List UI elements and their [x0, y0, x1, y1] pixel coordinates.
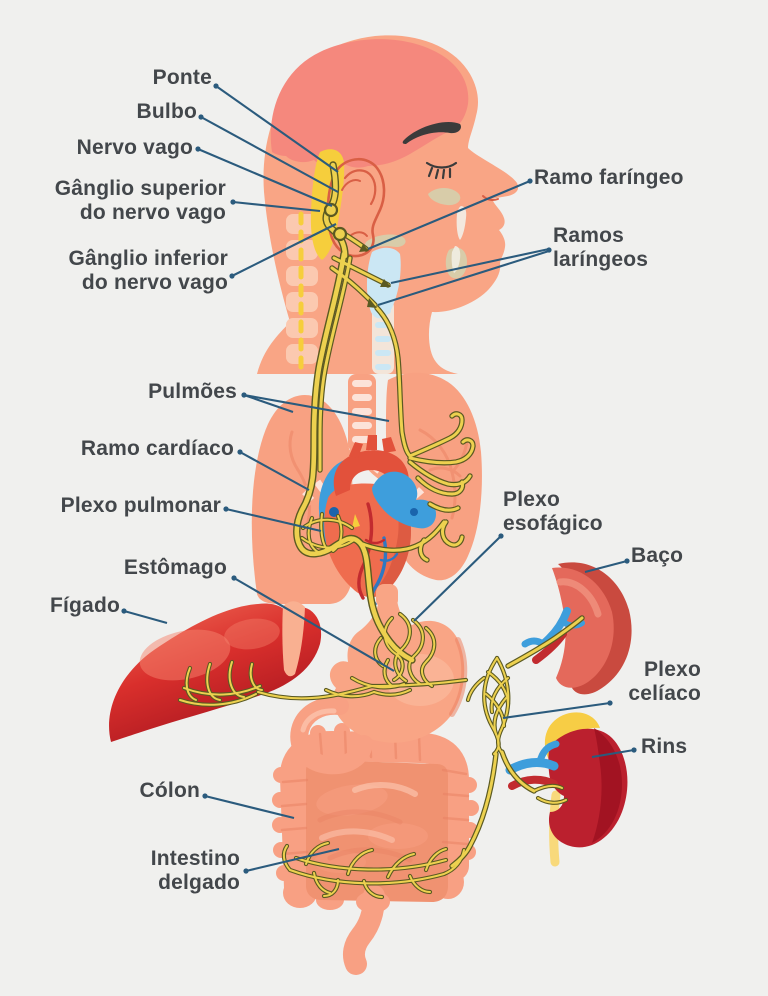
right-vagus [375, 306, 412, 458]
leader-plexo-pulmonar [225, 507, 322, 533]
label-ramos-laringeos: Ramos laríngeos [553, 224, 649, 271]
leader-ramos-laringeos-1 [390, 247, 550, 285]
liver-body [109, 603, 322, 742]
renal-vein [505, 758, 559, 775]
kidney [505, 712, 628, 867]
renal-artery [508, 775, 558, 790]
label-baco: Baço [631, 544, 684, 567]
superior-ganglion [323, 202, 339, 218]
leader-pulmoes-2 [243, 393, 390, 423]
label-intestino-delgado: Intestino delgado [150, 847, 240, 894]
renal-nerve [500, 750, 536, 793]
leader-ramo-cardiaco [239, 451, 310, 491]
ear [326, 157, 386, 258]
leader-plexo-celiaco [502, 701, 611, 720]
soft-palate [428, 188, 461, 206]
abdomen [109, 562, 632, 975]
philtrum-strip [456, 206, 467, 240]
closed-eye [425, 161, 458, 180]
label-plexo-pulmonar: Plexo pulmonar [60, 494, 221, 517]
inferior-ganglion [332, 226, 348, 242]
leader-ramos-laringeos-2 [377, 249, 550, 307]
leader-ganglio-superior [232, 200, 321, 213]
leader-intestino-delgado [245, 847, 340, 873]
esophageal-plexus [325, 613, 436, 698]
leader-rins [591, 748, 635, 759]
cardiac-connector [358, 520, 446, 552]
leader-bulbo [200, 116, 339, 193]
label-bulbo: Bulbo [136, 100, 197, 123]
leader-colon [204, 794, 295, 820]
mesenteric-plexus [282, 842, 465, 898]
leader-pulmoes-1 [243, 394, 294, 413]
label-figado: Fígado [49, 594, 120, 617]
label-ponte: Ponte [152, 66, 212, 89]
pulmonary-vessels [372, 471, 436, 529]
label-ramo-cardiaco: Ramo cardíaco [80, 437, 234, 460]
pulmonary-plexus [301, 513, 355, 553]
nostril [482, 195, 499, 201]
colon-frame [280, 731, 469, 903]
pulmonary-branches [408, 412, 464, 458]
leader-ganglio-inferior [231, 223, 337, 277]
label-estomago: Estômago [123, 556, 227, 579]
liver [109, 601, 322, 742]
label-ganglio-inferior: Gânglio inferior do nervo vago [68, 247, 228, 294]
label-colon: Cólon [139, 779, 200, 802]
eyebrow [402, 121, 461, 144]
celiac-plexus [450, 616, 584, 868]
label-plexo-esofagico: Plexo esofágico [503, 488, 603, 535]
label-ganglio-superior: Gânglio superior do nervo vago [54, 177, 226, 224]
aorta-arch [333, 450, 409, 496]
hepatic-plexus [179, 661, 467, 706]
trachea-rings [352, 380, 372, 443]
leader-ponte [215, 85, 339, 173]
leader-plexo-esofagico [413, 535, 502, 622]
chin-strip [451, 246, 461, 273]
leader-baco [584, 559, 628, 574]
leader-figado [123, 609, 168, 625]
leader-ramo-faringeo [367, 180, 531, 250]
spleen [521, 562, 632, 695]
splenic-nerve [506, 616, 584, 668]
label-plexo-celiaco: Plexo celíaco [628, 658, 701, 705]
vagus-ganglia [323, 202, 391, 308]
heart [318, 435, 436, 606]
label-ramo-faringeo: Ramo faríngeo [534, 166, 684, 189]
vagus-nerve-network [179, 162, 584, 898]
label-nervo-vago: Nervo vago [76, 136, 193, 159]
leader-nervo-vago [197, 148, 333, 207]
duodenum [290, 696, 373, 775]
falciform-ligament [282, 601, 305, 677]
label-rins: Rins [641, 735, 688, 758]
label-pulmoes: Pulmões [148, 380, 237, 403]
leader-estomago [233, 577, 395, 672]
leader-lines [121, 83, 637, 874]
